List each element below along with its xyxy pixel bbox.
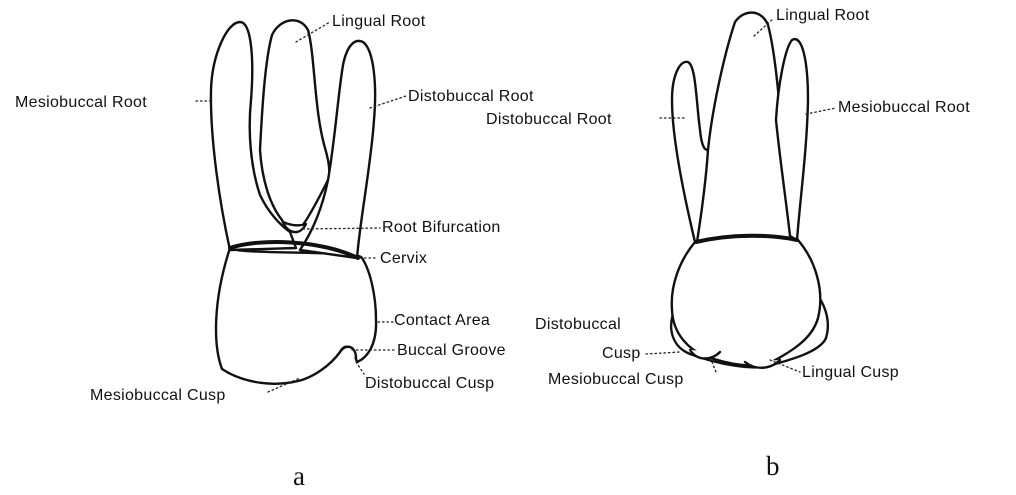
tooth-a-crown (216, 248, 376, 384)
label-a-lingual-root: Lingual Root (332, 13, 426, 30)
tooth-a: Lingual Root Mesiobuccal Root Distobucca… (15, 13, 534, 491)
label-a-buccal-groove: Buccal Groove (397, 342, 506, 359)
tooth-a-buccal-groove (340, 347, 356, 358)
tooth-b: Lingual Root Distobuccal Root Mesiobucca… (486, 7, 970, 481)
label-b-mesiobuccal-root: Mesiobuccal Root (838, 99, 970, 116)
label-b-distobuccal-cusp-line2: Cusp (602, 345, 641, 362)
label-a-distobuccal-cusp: Distobuccal Cusp (365, 375, 494, 392)
label-b-mesiobuccal-cusp: Mesiobuccal Cusp (548, 371, 684, 388)
label-a-mesiobuccal-cusp: Mesiobuccal Cusp (90, 387, 226, 404)
leader-b-distobuccal-cusp (646, 352, 680, 354)
label-b-lingual-cusp: Lingual Cusp (802, 364, 899, 381)
label-a-cervix: Cervix (380, 250, 427, 267)
label-a-distobuccal-root: Distobuccal Root (408, 88, 534, 105)
label-a-contact-area: Contact Area (394, 312, 490, 329)
label-b-distobuccal-root: Distobuccal Root (486, 111, 612, 128)
tooth-a-lingual-root (260, 20, 329, 232)
label-b-lingual-root: Lingual Root (776, 7, 870, 24)
tooth-b-crown (672, 234, 821, 366)
label-a-mesiobuccal-root: Mesiobuccal Root (15, 94, 147, 111)
view-a-caption: a (293, 461, 305, 491)
label-b-distobuccal-cusp-line1: Distobuccal (535, 316, 621, 333)
leader-b-mesiobuccal-root (806, 108, 836, 114)
view-b-caption: b (766, 451, 780, 481)
leader-a-distobuccal-cusp (356, 362, 364, 374)
leader-b-mesiobuccal-cusp (712, 362, 716, 372)
label-a-root-bifurcation: Root Bifurcation (382, 219, 501, 236)
